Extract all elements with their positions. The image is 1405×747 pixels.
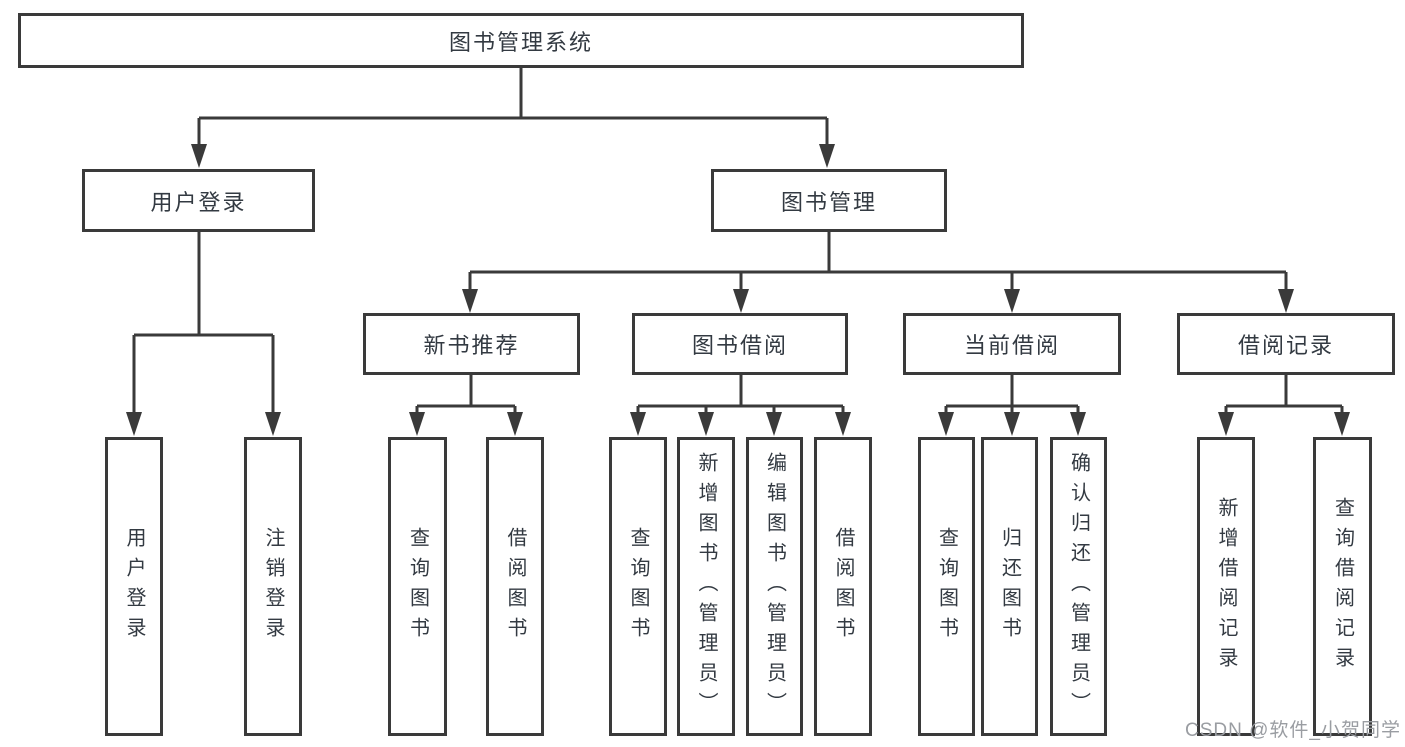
connector-borrow-records-split <box>1218 375 1350 436</box>
connector-current-borrow-split <box>938 375 1086 436</box>
leaf-borrow-books-recommend: 借阅图书 <box>486 437 544 736</box>
leaf-label: 用户登录 <box>123 526 145 647</box>
leaf-edit-books-admin: 编辑图书（管理员） <box>746 437 803 736</box>
connector-book-management-split <box>462 232 1294 313</box>
node-label: 用户登录 <box>150 189 247 215</box>
leaf-query-books-recommend: 查询图书 <box>388 437 447 736</box>
leaf-query-borrow-record: 查询借阅记录 <box>1313 437 1372 736</box>
leaf-logout: 注销登录 <box>244 437 302 736</box>
leaf-label: 借阅图书 <box>504 526 526 647</box>
leaf-confirm-return-admin: 确认归还（管理员） <box>1050 437 1107 736</box>
node-label: 新书推荐 <box>423 333 520 358</box>
node-label: 借阅记录 <box>1237 333 1334 358</box>
leaf-label: 归还图书 <box>998 526 1021 647</box>
leaf-label: 借阅图书 <box>832 526 854 647</box>
connector-root-to-level2 <box>191 68 835 168</box>
node-new-book-recommend: 新书推荐 <box>363 313 580 375</box>
leaf-label: 新增借阅记录 <box>1215 496 1237 677</box>
node-label: 图书管理系统 <box>448 29 593 55</box>
leaf-label: 注销登录 <box>262 526 284 647</box>
leaf-borrow-books: 借阅图书 <box>814 437 872 736</box>
node-borrow-records: 借阅记录 <box>1177 313 1395 375</box>
watermark-text: CSDN @软件_小贺同学 <box>1185 720 1401 741</box>
node-root-library-system: 图书管理系统 <box>18 13 1024 68</box>
leaf-return-books: 归还图书 <box>981 437 1038 736</box>
leaf-label: 查询图书 <box>406 526 429 647</box>
connector-new-book-split <box>409 375 523 436</box>
leaf-label: 查询图书 <box>935 526 958 647</box>
node-label: 当前借阅 <box>963 333 1060 358</box>
leaf-label: 查询图书 <box>627 526 649 647</box>
node-label: 图书管理 <box>780 189 877 215</box>
leaf-add-borrow-record: 新增借阅记录 <box>1197 437 1255 736</box>
leaf-add-books-admin: 新增图书（管理员） <box>677 437 735 736</box>
leaf-query-books-borrow: 查询图书 <box>609 437 667 736</box>
leaf-label: 查询借阅记录 <box>1331 496 1354 677</box>
node-book-borrow: 图书借阅 <box>632 313 848 375</box>
node-current-borrow: 当前借阅 <box>903 313 1121 375</box>
node-user-login: 用户登录 <box>82 169 315 232</box>
leaf-label: 编辑图书（管理员） <box>763 451 786 722</box>
leaf-label: 确认归还（管理员） <box>1067 451 1090 722</box>
connector-user-login-split <box>126 232 281 436</box>
connector-book-borrow-split <box>630 375 851 436</box>
node-book-management: 图书管理 <box>711 169 947 232</box>
leaf-label: 新增图书（管理员） <box>695 451 717 722</box>
leaf-user-login: 用户登录 <box>105 437 163 736</box>
leaf-query-books-current: 查询图书 <box>918 437 975 736</box>
node-label: 图书借阅 <box>691 333 788 358</box>
